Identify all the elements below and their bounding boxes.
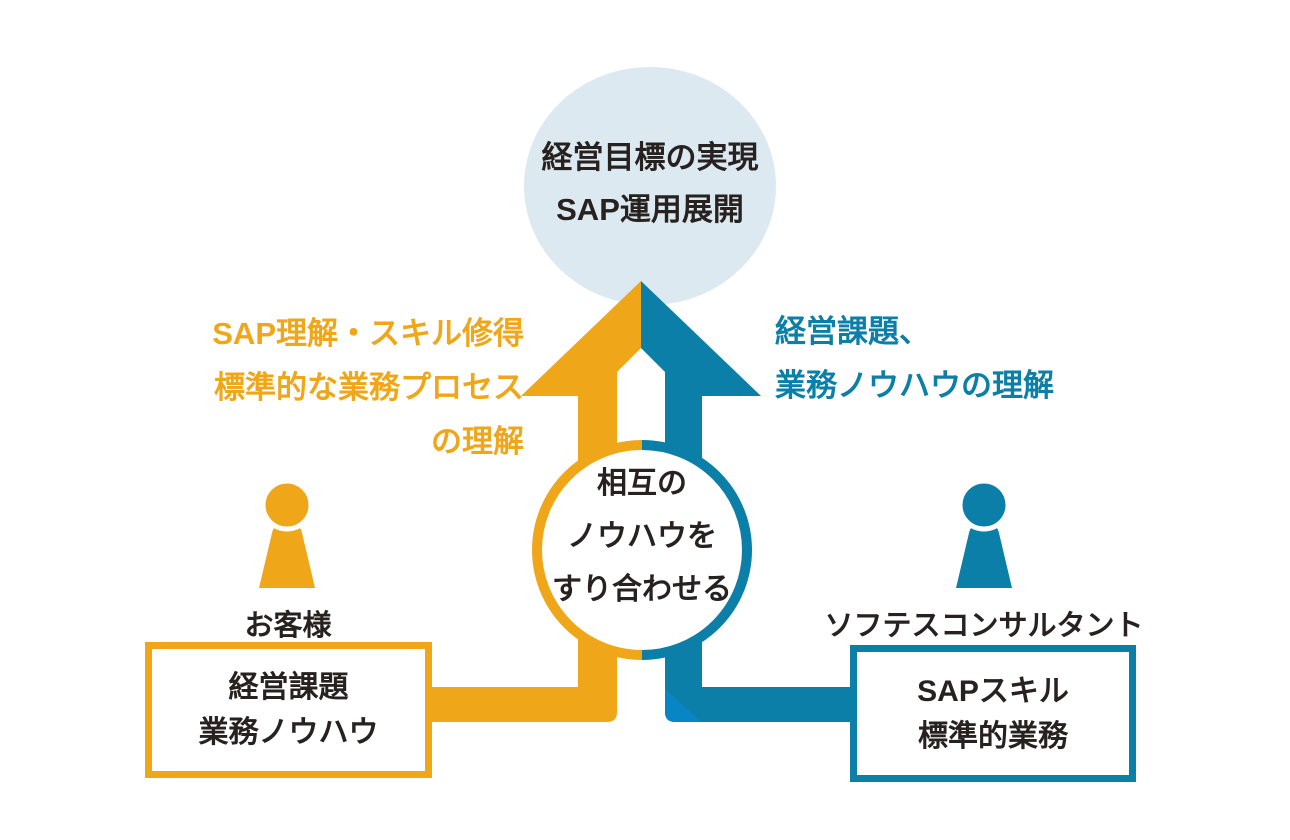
goal-line-2: SAP運用展開	[556, 192, 744, 227]
goal-circle-text: 経営目標の実現 SAP運用展開	[470, 132, 830, 236]
left-annotation-line-2: 標準的な業務プロセス	[214, 370, 524, 405]
right-annotation-line-2: 業務ノウハウの理解	[775, 368, 1054, 403]
merge-line-3: すり合わせる	[552, 573, 732, 606]
customer-person-head	[260, 478, 314, 532]
consultant-label: ソフテスコンサルタント	[824, 610, 1144, 642]
merge-circle	[537, 445, 747, 655]
merge-circle-ring-left	[532, 440, 643, 660]
consultant-person-head	[957, 478, 1011, 532]
right-annotation-line-1: 経営課題、	[775, 314, 930, 349]
left-annotation-line-1: SAP理解・スキル修得	[212, 316, 524, 351]
consultant-box: SAPスキル 標準的業務	[850, 645, 1136, 782]
customer-person-body	[259, 524, 315, 588]
customer-box-line-1: 経営課題	[228, 671, 349, 704]
customer-box-line-2: 業務ノウハウ	[198, 716, 379, 749]
left-annotation-line-3: の理解	[431, 424, 524, 459]
customer-person-icon	[259, 478, 315, 588]
merge-line-1: 相互の	[597, 467, 687, 500]
consultant-arrow-annotation: 経営課題、 業務ノウハウの理解	[775, 305, 1185, 413]
consultant-box-line-2: 標準的業務	[918, 719, 1068, 753]
merge-circle-text: 相互の ノウハウを すり合わせる	[527, 457, 757, 616]
merge-circle-ring-right	[641, 440, 752, 660]
customer-arrow-annotation: SAP理解・スキル修得 標準的な業務プロセス の理解	[178, 307, 524, 469]
goal-circle	[524, 67, 776, 305]
consultant-person-icon	[956, 478, 1012, 588]
consultant-elbow-accent	[665, 689, 701, 722]
goal-line-1: 経営目標の実現	[541, 140, 759, 175]
merge-line-2: ノウハウを	[567, 520, 717, 553]
customer-box: 経営課題 業務ノウハウ	[145, 642, 432, 778]
consultant-person-body	[956, 524, 1012, 588]
consultant-box-line-1: SAPスキル	[917, 674, 1069, 708]
customer-label: お客様	[244, 610, 332, 642]
